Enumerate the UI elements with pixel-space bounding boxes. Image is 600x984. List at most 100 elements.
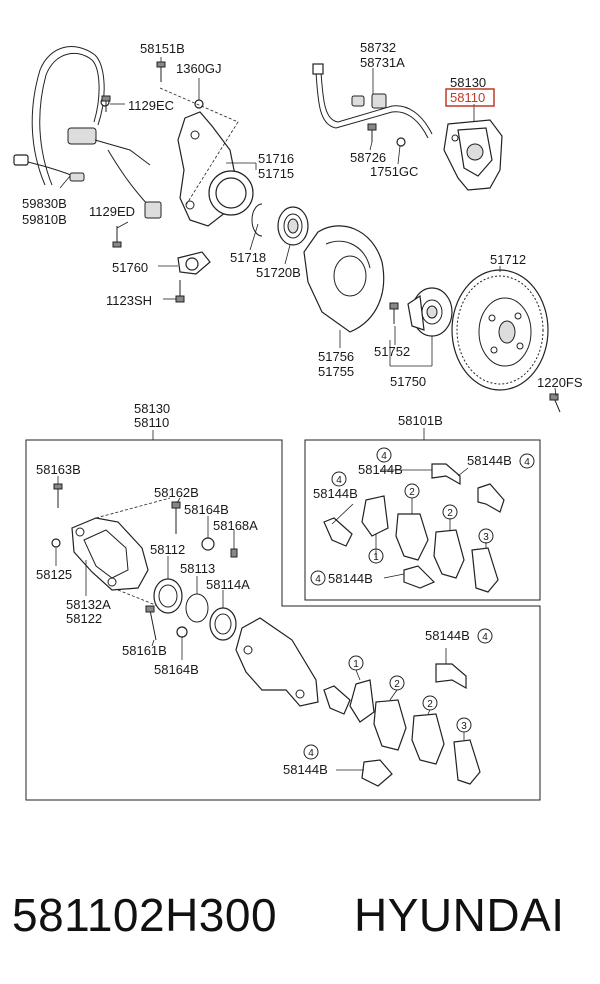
label-51716: 51716	[258, 151, 294, 166]
callout-2-upper-b: 2	[442, 504, 458, 520]
label-58144b-6: 58144B	[283, 762, 328, 777]
boot-58114a	[209, 607, 237, 641]
label-51715: 51715	[258, 166, 294, 181]
svg-text:4: 4	[482, 632, 488, 643]
svg-text:3: 3	[461, 721, 467, 732]
bolt-58726	[367, 123, 377, 142]
svg-text:4: 4	[381, 451, 387, 462]
svg-text:4: 4	[308, 748, 314, 759]
label-58163b: 58163B	[36, 462, 81, 477]
svg-text:3: 3	[483, 532, 489, 543]
label-58731a: 58731A	[360, 55, 405, 70]
label-58144b-4: 58144B	[328, 571, 373, 586]
label-1751gc: 1751GC	[370, 164, 418, 179]
label-58726: 58726	[350, 150, 386, 165]
label-58144b-1: 58144B	[358, 462, 403, 477]
label-58122: 58122	[66, 611, 102, 626]
label-58132a: 58132A	[66, 597, 111, 612]
pad-clip-5	[435, 663, 467, 690]
callout-3-upper: 3	[478, 528, 494, 544]
callout-2-upper-a: 2	[404, 483, 420, 499]
pad-2b-lower	[411, 713, 445, 765]
label-51760: 51760	[112, 260, 148, 275]
steering-knuckle	[159, 87, 254, 227]
svg-text:2: 2	[409, 487, 415, 498]
bolt-1129ed	[112, 226, 122, 248]
label-51755: 51755	[318, 364, 354, 379]
label-58168a: 58168A	[213, 518, 258, 533]
snap-ring-51718	[251, 203, 263, 237]
hub-bearing-51720b	[277, 206, 309, 246]
pad-kit-lower	[323, 663, 481, 787]
label-58164b-bottom: 58164B	[154, 662, 199, 677]
highlight-58110	[445, 88, 495, 107]
caliper-carrier-58122	[71, 497, 171, 611]
pad-shim-3-upper	[471, 547, 499, 593]
svg-text:2: 2	[447, 508, 453, 519]
piston-seal-58113	[185, 593, 209, 623]
label-58151b: 58151B	[140, 41, 185, 56]
label-58110-top: 58110	[450, 90, 485, 105]
label-58161b: 58161B	[122, 643, 167, 658]
hub-bolt-51752	[389, 302, 399, 324]
label-1129ec: 1129EC	[128, 98, 174, 113]
brake-hose-58731a	[312, 63, 433, 139]
piston-58112	[153, 578, 183, 614]
svg-text:4: 4	[315, 574, 321, 585]
top-leader-lines	[59, 57, 557, 397]
callout-1-lower: 1	[348, 655, 364, 671]
screw-1220fs	[549, 393, 561, 413]
boot-58164b-bottom	[176, 626, 188, 638]
caliper-assembly-58110	[443, 104, 503, 191]
brake-disc-51712	[451, 269, 549, 391]
pad-2b-upper	[433, 529, 465, 579]
bolt-58163b	[53, 483, 63, 508]
svg-text:4: 4	[524, 457, 530, 468]
callout-2-lower-a: 2	[389, 675, 405, 691]
guide-pin-58162b	[171, 501, 181, 534]
label-58101b: 58101B	[398, 413, 443, 428]
label-51718: 51718	[230, 250, 266, 265]
ball-joint-51760	[175, 251, 211, 303]
label-58125: 58125	[36, 567, 72, 582]
pad-clip-7	[361, 759, 393, 787]
label-1360gj: 1360GJ	[176, 61, 222, 76]
label-1123sh: 1123SH	[106, 293, 152, 308]
label-58162b: 58162B	[154, 485, 199, 500]
svg-text:4: 4	[336, 475, 342, 486]
callout-4-a: 4	[376, 447, 392, 463]
pad-shim-lower	[349, 679, 375, 723]
bolt-58151b	[156, 61, 166, 82]
label-51720b: 51720B	[256, 265, 301, 280]
label-58144b-3: 58144B	[313, 486, 358, 501]
label-58144b-5: 58144B	[425, 628, 470, 643]
footer: 581102H300 HYUNDAI	[0, 880, 600, 950]
label-58110-detail: 58110	[134, 415, 169, 430]
pad-shim-1	[361, 495, 389, 537]
nut-1360gj	[194, 99, 204, 109]
washer-1751gc	[396, 137, 406, 147]
label-1129ed: 1129ED	[89, 204, 135, 219]
part-number: 581102H300	[12, 889, 278, 941]
label-51712: 51712	[490, 252, 526, 267]
bleeder-58168a	[230, 548, 238, 558]
label-51752: 51752	[374, 344, 410, 359]
callout-4-d: 4	[310, 570, 326, 586]
pad-clip-4	[403, 565, 436, 589]
svg-text:1: 1	[353, 659, 359, 670]
plug-58125	[51, 538, 61, 548]
dust-shield-51755	[303, 225, 385, 333]
callout-4-f: 4	[303, 744, 319, 760]
label-58164b-top: 58164B	[184, 502, 229, 517]
svg-text:2: 2	[427, 699, 433, 710]
label-59810b: 59810B	[22, 212, 67, 227]
pad-kit-frame	[304, 428, 541, 601]
pad-clip-3	[323, 517, 353, 547]
wheel-hub-51750	[407, 287, 453, 337]
svg-text:2: 2	[394, 679, 400, 690]
label-58114a: 58114A	[206, 577, 250, 592]
wheel-speed-sensor	[13, 46, 162, 219]
label-51750: 51750	[390, 374, 426, 389]
label-58130-detail: 58130	[134, 401, 170, 416]
